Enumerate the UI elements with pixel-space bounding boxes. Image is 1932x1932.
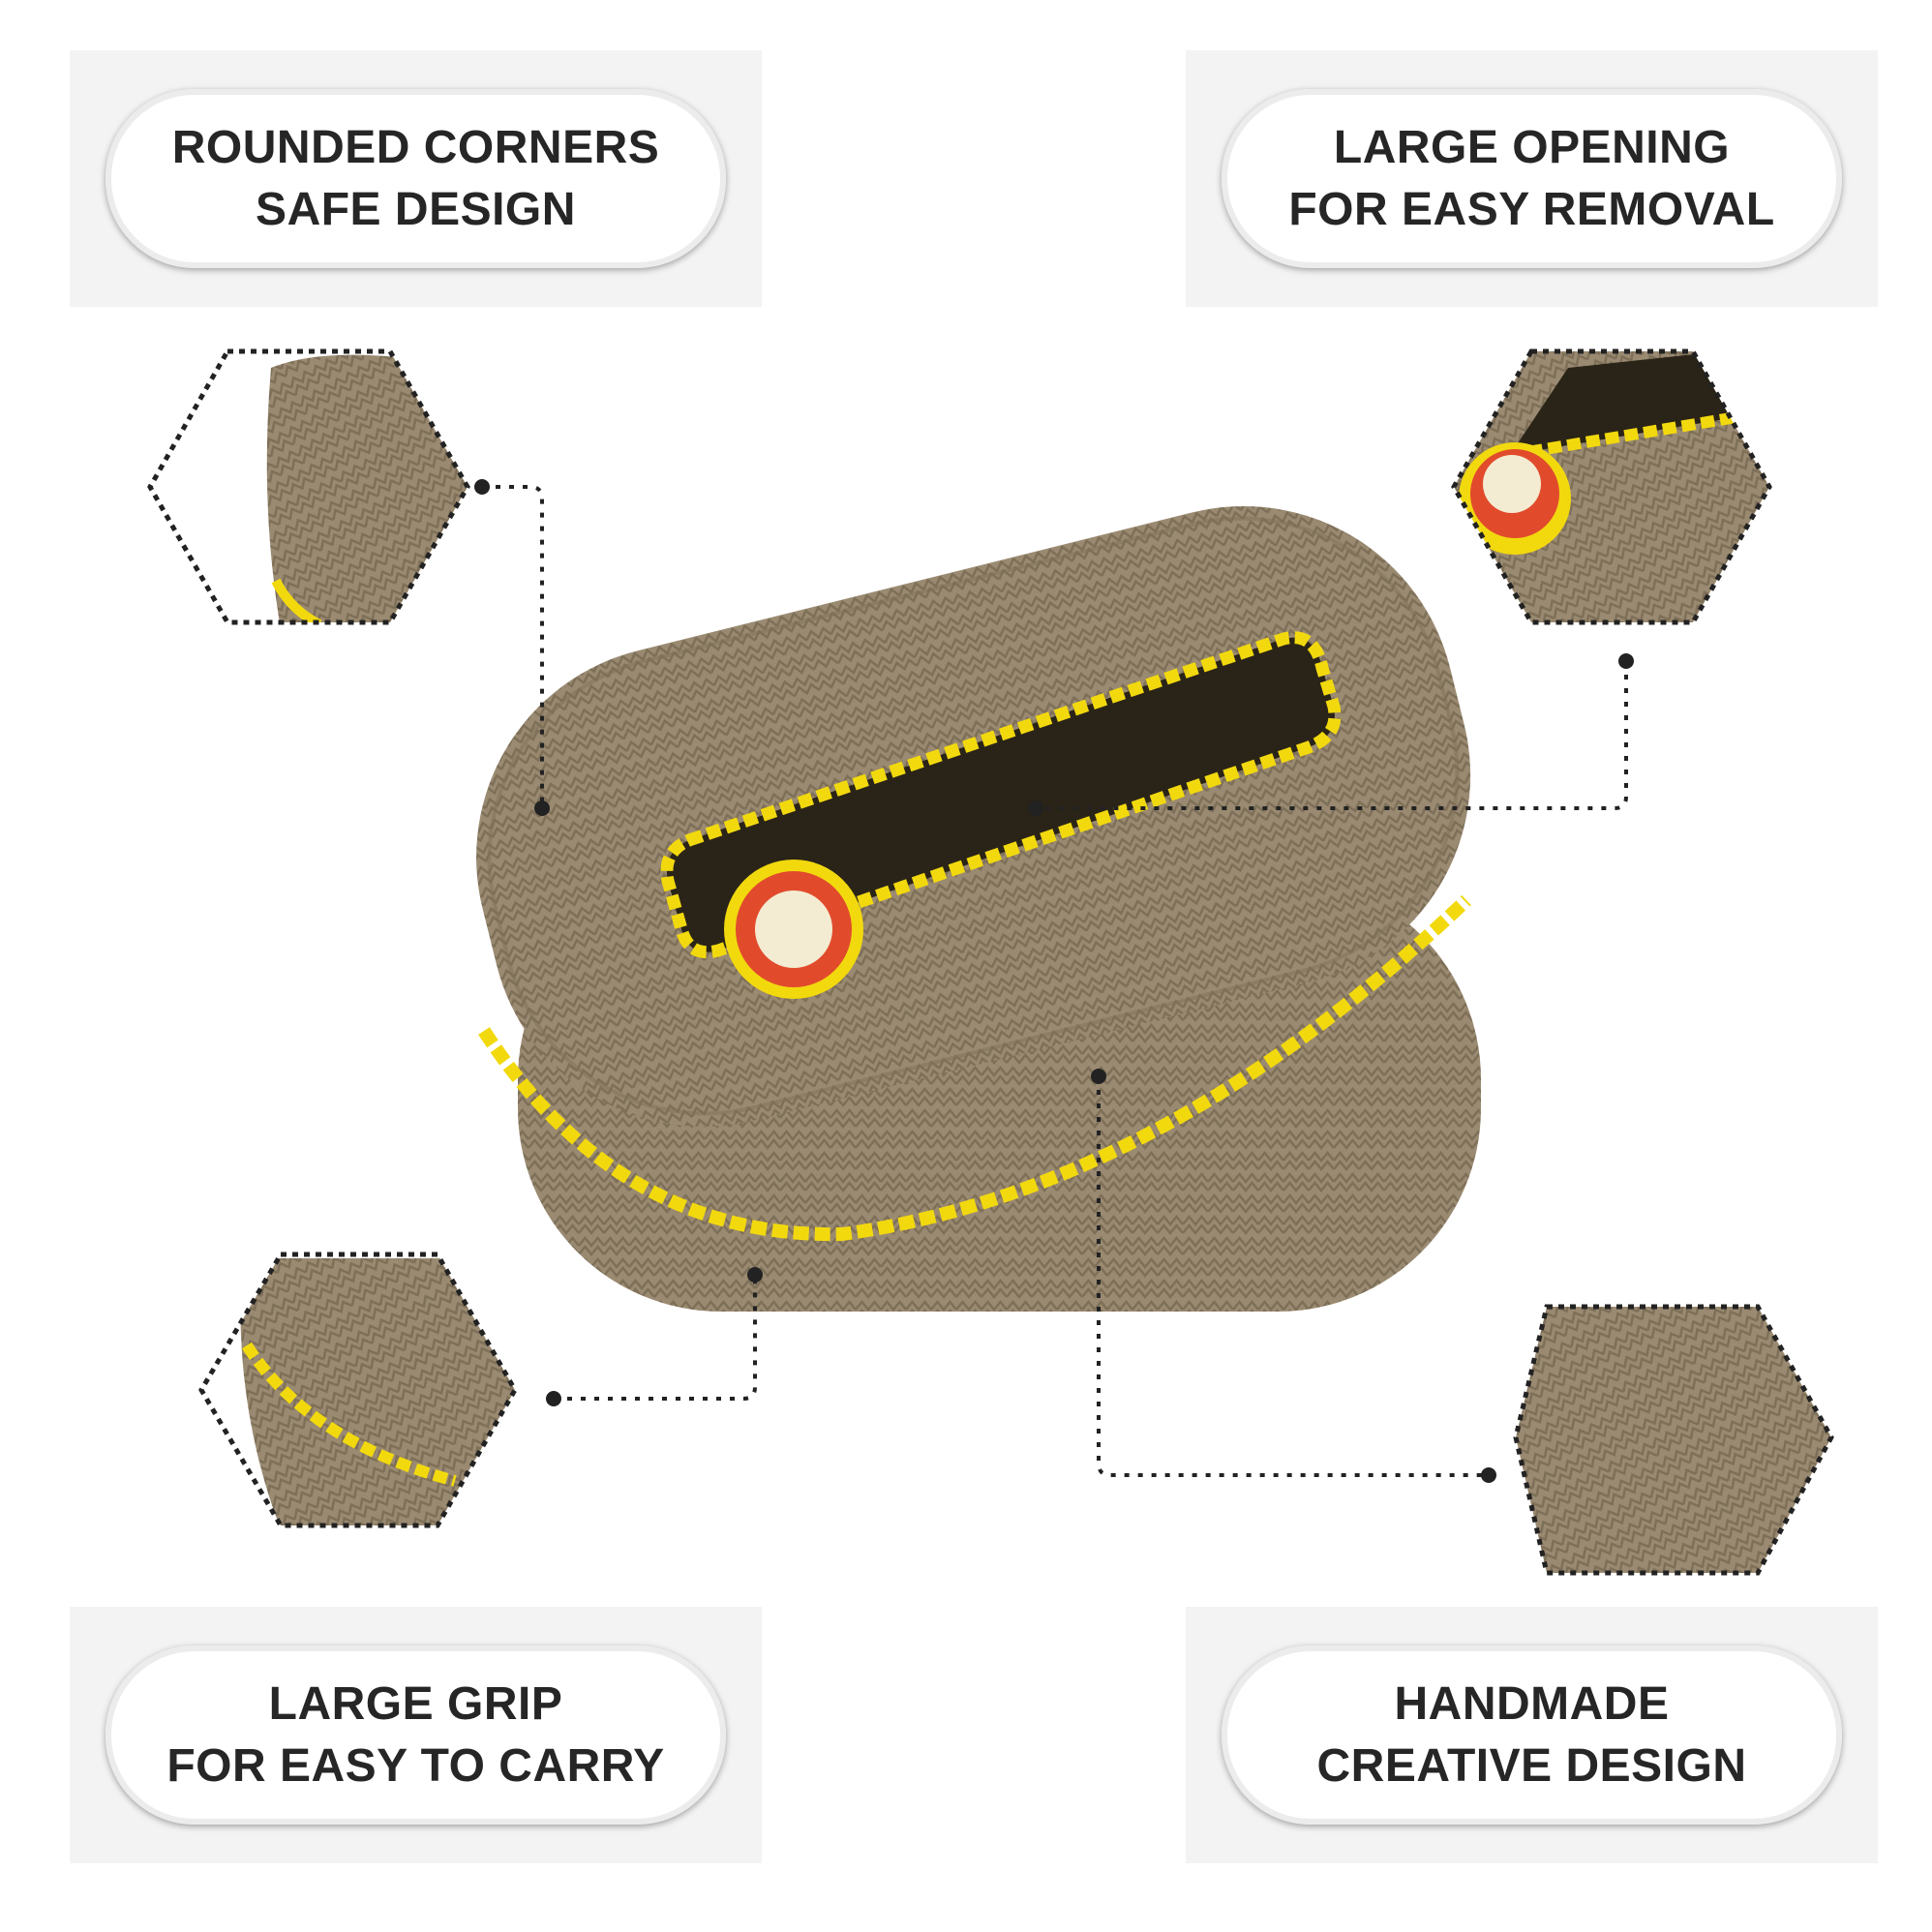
connector-handmade [1097,1076,1489,1477]
hexagon-frame [198,1252,518,1528]
feature-label-handmade: HANDMADE CREATIVE DESIGN [1222,1645,1842,1825]
connector-large-opening [1036,661,1628,810]
hexagon-frame [1451,348,1772,625]
feature-label-rounded-corners: ROUNDED CORNERS SAFE DESIGN [106,89,726,268]
connector-large-grip [554,1275,757,1401]
closeup-rounded-corners [147,348,470,625]
feature-label-large-opening: LARGE OPENING FOR EASY REMOVAL [1222,89,1842,268]
hexagon-frame [1513,1304,1834,1576]
feature-panel-bottom-right: HANDMADE CREATIVE DESIGN [1186,1607,1878,1863]
connector-lines [482,485,1628,1477]
yellow-trim-opening [660,631,1342,959]
connector-dots [474,479,1634,1483]
yellow-trim-lower [478,894,1471,1242]
feature-label-line1: ROUNDED CORNERS [171,121,660,173]
closeup-large-grip [198,1252,518,1528]
feature-label-line2: CREATIVE DESIGN [1316,1739,1747,1792]
feature-label-large-grip: LARGE GRIP FOR EASY TO CARRY [106,1645,726,1825]
feature-label-line2: FOR EASY TO CARRY [166,1739,665,1792]
feature-label-line1: LARGE OPENING [1333,121,1731,173]
feature-label-line2: SAFE DESIGN [256,183,576,235]
feature-panel-top-right: LARGE OPENING FOR EASY REMOVAL [1186,50,1878,307]
feature-panel-top-left: ROUNDED CORNERS SAFE DESIGN [70,50,762,307]
feature-label-line2: FOR EASY REMOVAL [1288,183,1775,235]
crochet-flower [724,860,863,999]
feature-panel-bottom-left: LARGE GRIP FOR EASY TO CARRY [70,1607,762,1863]
closeup-large-opening [1451,348,1772,625]
closeup-handmade [1513,1304,1834,1576]
lid-edge [487,516,1460,1116]
feature-label-line1: HANDMADE [1394,1677,1670,1730]
feature-label-line1: LARGE GRIP [268,1677,563,1730]
connector-rounded-corners [482,485,544,808]
tissue-box [476,505,1481,1312]
hexagon-frame [147,348,470,625]
